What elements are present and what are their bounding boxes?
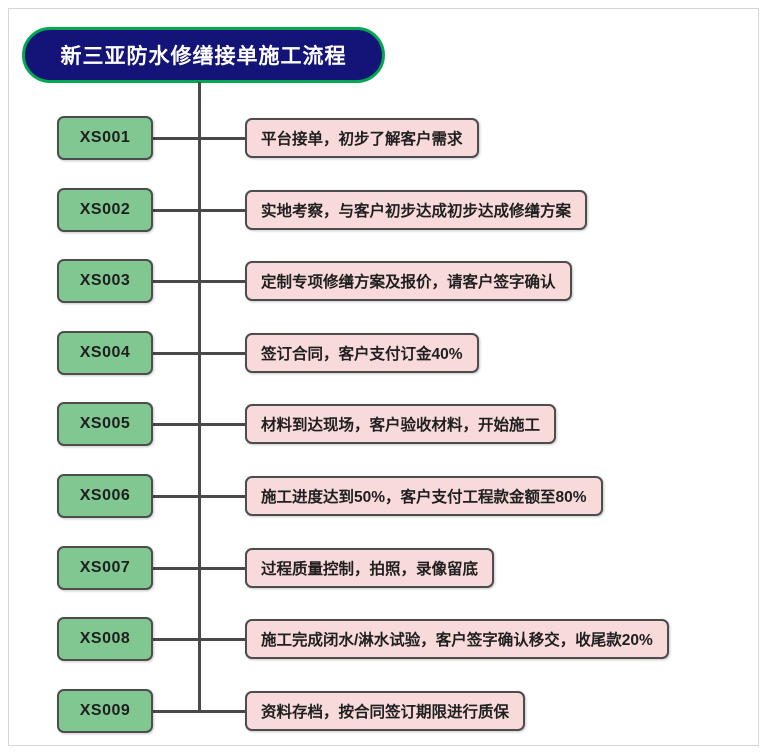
step-description-box[interactable]: 过程质量控制，拍照，录像留底 <box>245 548 495 588</box>
step-description-box[interactable]: 施工进度达到50%，客户支付工程款金额至80% <box>245 476 603 516</box>
step-connector-line <box>153 423 245 426</box>
step-code-box[interactable]: XS008 <box>57 617 153 661</box>
step-connector-line <box>153 137 245 140</box>
step-code-box[interactable]: XS003 <box>57 259 153 303</box>
step-connector-line <box>153 280 245 283</box>
vertical-spine-connector <box>198 82 201 711</box>
step-connector-line <box>153 567 245 570</box>
step-connector-line <box>153 209 245 212</box>
step-connector-line <box>153 710 245 713</box>
step-code-box[interactable]: XS002 <box>57 188 153 232</box>
step-description-box[interactable]: 实地考察，与客户初步达成初步达成修缮方案 <box>245 190 588 230</box>
step-description-box[interactable]: 签订合同，客户支付订金40% <box>245 333 479 373</box>
step-connector-line <box>153 495 245 498</box>
step-description-box[interactable]: 定制专项修缮方案及报价，请客户签字确认 <box>245 261 572 301</box>
step-code-box[interactable]: XS006 <box>57 474 153 518</box>
step-description-box[interactable]: 材料到达现场，客户验收材料，开始施工 <box>245 404 557 444</box>
step-connector-line <box>153 352 245 355</box>
step-description-box[interactable]: 资料存档，按合同签订期限进行质保 <box>245 691 526 731</box>
step-description-box[interactable]: 施工完成闭水/淋水试验，客户签字确认移交，收尾款20% <box>245 619 669 659</box>
step-code-box[interactable]: XS009 <box>57 689 153 733</box>
step-code-box[interactable]: XS004 <box>57 331 153 375</box>
step-connector-line <box>153 638 245 641</box>
step-code-box[interactable]: XS005 <box>57 402 153 446</box>
step-description-box[interactable]: 平台接单，初步了解客户需求 <box>245 118 479 158</box>
flowchart-title: 新三亚防水修缮接单施工流程 <box>22 27 385 83</box>
step-code-box[interactable]: XS007 <box>57 546 153 590</box>
step-code-box[interactable]: XS001 <box>57 116 153 160</box>
